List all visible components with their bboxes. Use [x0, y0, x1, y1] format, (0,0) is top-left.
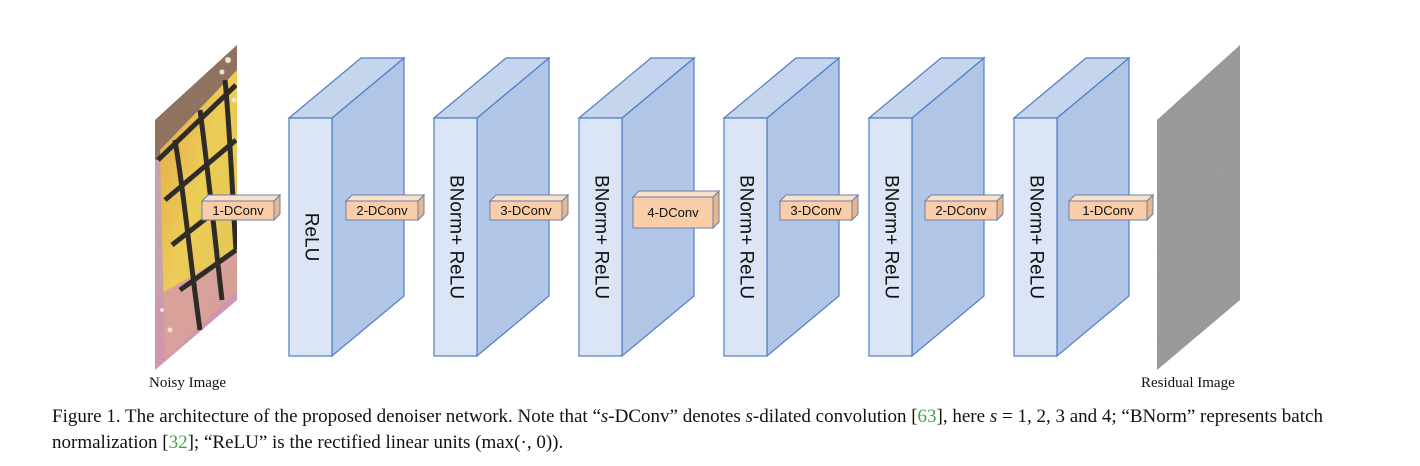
conv-label: 1-DConv	[1082, 203, 1134, 218]
layer-block: BNorm+ ReLU	[577, 56, 696, 358]
residual-image-label: Residual Image	[1141, 375, 1235, 391]
conv-label: 2-DConv	[935, 203, 987, 218]
layer-block-label: BNorm+ ReLU	[445, 175, 466, 299]
layer-block-label: BNorm+ ReLU	[735, 175, 756, 299]
citation-link[interactable]: 32	[168, 432, 188, 453]
layer-block-label: BNorm+ ReLU	[1025, 175, 1046, 299]
conv-label: 1-DConv	[212, 203, 264, 218]
layer-block-label: BNorm+ ReLU	[590, 175, 611, 299]
conv-label: 3-DConv	[790, 203, 842, 218]
conv-label: 3-DConv	[500, 203, 552, 218]
conv-box: 2-DConv	[923, 193, 1005, 222]
conv-label: 2-DConv	[356, 203, 408, 218]
layer-block-label: BNorm+ ReLU	[880, 175, 901, 299]
conv-box: 1-DConv	[1067, 193, 1155, 222]
conv-box: 3-DConv	[778, 193, 860, 222]
conv-box: 4-DConv	[631, 189, 721, 230]
residual-image	[1157, 45, 1240, 370]
figure-caption: Figure 1. The architecture of the propos…	[52, 406, 1323, 453]
conv-box: 2-DConv	[344, 193, 426, 222]
conv-box: 3-DConv	[488, 193, 570, 222]
layer-block-label: ReLU	[300, 213, 321, 262]
noisy-image-label: Noisy Image	[149, 375, 226, 391]
conv-box: 1-DConv	[200, 193, 282, 222]
conv-label: 4-DConv	[647, 205, 699, 220]
citation-link[interactable]: 63	[917, 406, 937, 427]
